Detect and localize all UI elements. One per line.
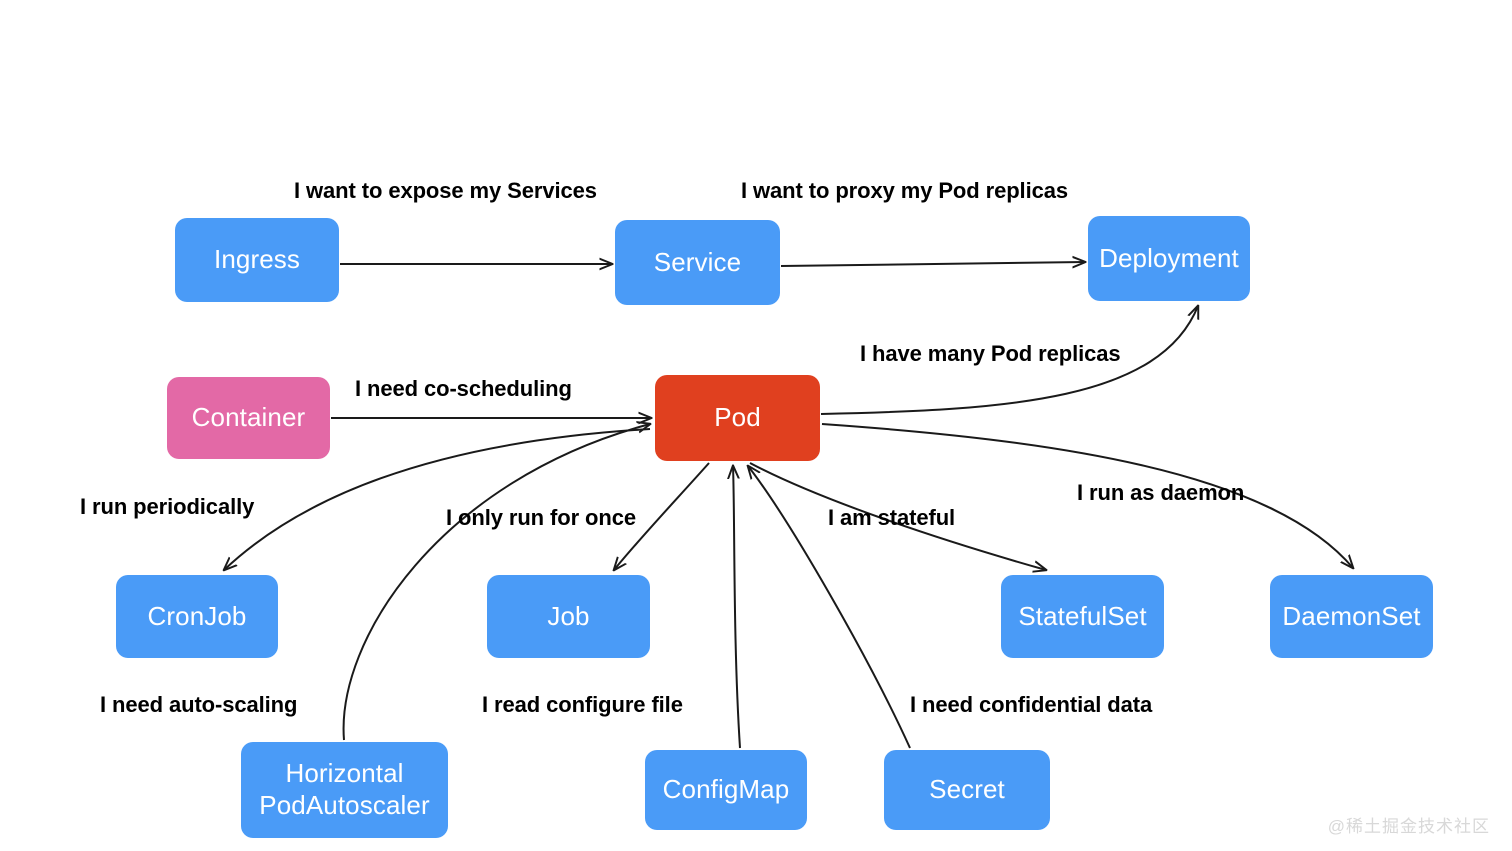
node-label-configmap: ConfigMap (662, 774, 790, 805)
edge-label-service-deployment: I want to proxy my Pod replicas (741, 178, 1068, 203)
node-job[interactable]: Job (487, 575, 650, 658)
node-label-deployment: Deployment (1099, 242, 1239, 273)
node-label-container: Container (191, 402, 306, 433)
node-container[interactable]: Container (167, 377, 330, 459)
node-ingress[interactable]: Ingress (175, 218, 339, 302)
watermark: @稀土掘金技术社区 (1327, 817, 1490, 836)
node-label-secret: Secret (929, 774, 1005, 805)
edge-label-pod-cronjob: I run periodically (80, 494, 255, 519)
node-service[interactable]: Service (615, 220, 780, 305)
node-daemonset[interactable]: DaemonSet (1270, 575, 1433, 658)
edge-label-pod-job: I only run for once (446, 505, 636, 530)
edge-label-hpa-pod: I need auto-scaling (100, 692, 298, 717)
edge-label-secret-pod: I need confidential data (910, 692, 1153, 717)
edge-service-deployment (780, 262, 1085, 266)
node-configmap[interactable]: ConfigMap (645, 750, 807, 830)
node-label-job: Job (547, 600, 590, 631)
edge-label-pod-daemonset: I run as daemon (1077, 480, 1245, 505)
node-label-cronjob: CronJob (147, 600, 247, 631)
node-label-statefulset: StatefulSet (1018, 600, 1147, 631)
node-deployment[interactable]: Deployment (1088, 216, 1250, 301)
node-label-daemonset: DaemonSet (1282, 600, 1421, 631)
node-secret[interactable]: Secret (884, 750, 1050, 830)
node-label-pod: Pod (714, 402, 761, 433)
node-statefulset[interactable]: StatefulSet (1001, 575, 1164, 658)
edge-label-configmap-pod: I read configure file (482, 692, 683, 717)
edge-label-container-pod: I need co-scheduling (355, 376, 572, 401)
edge-label-pod-deployment: I have many Pod replicas (860, 341, 1121, 366)
node-cronjob[interactable]: CronJob (116, 575, 278, 658)
node-label-ingress: Ingress (214, 244, 300, 275)
node-pod[interactable]: Pod (655, 375, 820, 461)
edge-label-ingress-service: I want to expose my Services (294, 178, 597, 203)
edge-label-pod-statefulset: I am stateful (828, 505, 956, 530)
edge-configmap-pod (733, 466, 741, 749)
node-label-service: Service (653, 246, 742, 277)
